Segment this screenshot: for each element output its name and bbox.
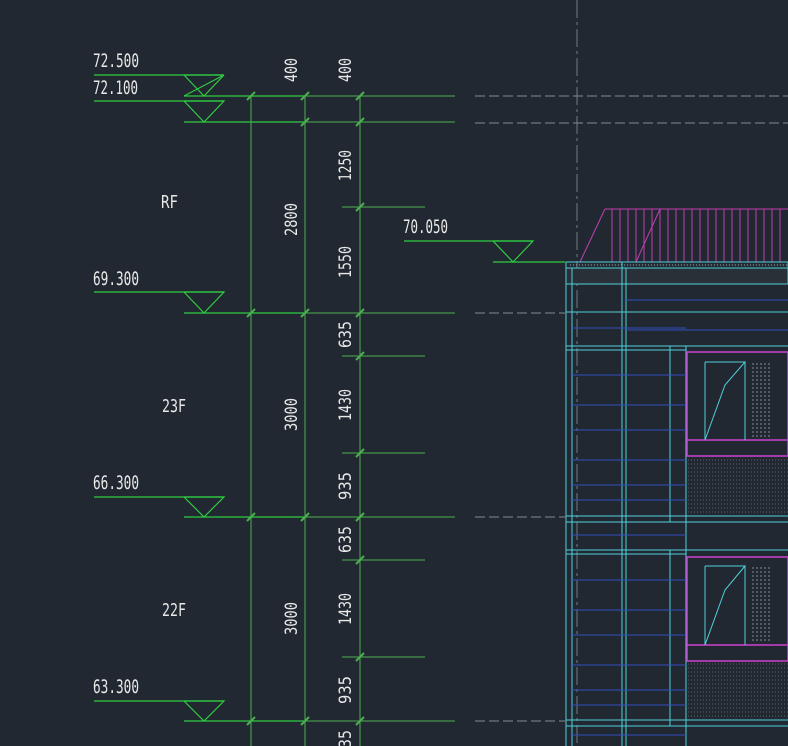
level-marker-63300 bbox=[94, 700, 305, 722]
dimension-lines bbox=[246, 91, 455, 746]
elevation-labels: 72.500 72.100 69.300 66.300 63.300 70.05… bbox=[93, 50, 448, 698]
dim-inner-35: 35 bbox=[336, 730, 356, 746]
dim-outer-3000a: 3000 bbox=[282, 398, 302, 431]
dim-inner-1430b: 1430 bbox=[336, 593, 356, 625]
dim-outer-400: 400 bbox=[282, 58, 302, 82]
facade-texture bbox=[688, 363, 788, 717]
window-frame-23f bbox=[686, 351, 788, 457]
elevation-66300: 66.300 bbox=[93, 472, 139, 494]
roof-hatch bbox=[569, 263, 788, 267]
dim-ticks bbox=[246, 91, 365, 726]
elevation-63300: 63.300 bbox=[93, 676, 139, 698]
roof-railing bbox=[579, 208, 788, 263]
cladding-lines bbox=[572, 299, 788, 736]
level-marker-72100 bbox=[94, 100, 305, 123]
elevation-69300: 69.300 bbox=[93, 268, 139, 290]
dim-outer-2800: 2800 bbox=[282, 203, 302, 236]
dim-inner-935b: 935 bbox=[336, 676, 356, 704]
dim-inner-935a: 935 bbox=[336, 472, 356, 500]
window-details bbox=[704, 361, 747, 646]
dim-inner-400: 400 bbox=[336, 58, 356, 82]
level-marker-69300 bbox=[94, 291, 305, 314]
dim-inner-635b: 635 bbox=[336, 526, 356, 553]
floor-label-23f: 23F bbox=[162, 396, 186, 417]
floor-label-22f: 22F bbox=[162, 600, 186, 621]
dim-inner-635a: 635 bbox=[336, 321, 356, 348]
guide-lines bbox=[475, 0, 788, 746]
dimension-values: 400 2800 3000 3000 400 1250 1550 635 143… bbox=[282, 58, 356, 746]
dim-outer-3000b: 3000 bbox=[282, 602, 302, 635]
roof-slab bbox=[565, 261, 788, 285]
dim-inner-1550: 1550 bbox=[336, 246, 356, 278]
level-marker-66300 bbox=[94, 496, 305, 518]
building-facade bbox=[565, 208, 788, 746]
elevation-72100: 72.100 bbox=[93, 77, 138, 99]
dim-inner-1250: 1250 bbox=[336, 150, 356, 181]
floor-label-rf: RF bbox=[161, 192, 178, 213]
window-frame-22f bbox=[686, 556, 788, 662]
dim-inner-1430a: 1430 bbox=[336, 389, 356, 421]
level-marker-72500 bbox=[94, 74, 305, 97]
elevation-72500: 72.500 bbox=[93, 50, 139, 72]
level-marker-70050 bbox=[404, 240, 565, 263]
floor-labels: RF 23F 22F bbox=[161, 192, 186, 621]
level-markers bbox=[94, 74, 565, 722]
elevation-70050: 70.050 bbox=[403, 216, 448, 238]
